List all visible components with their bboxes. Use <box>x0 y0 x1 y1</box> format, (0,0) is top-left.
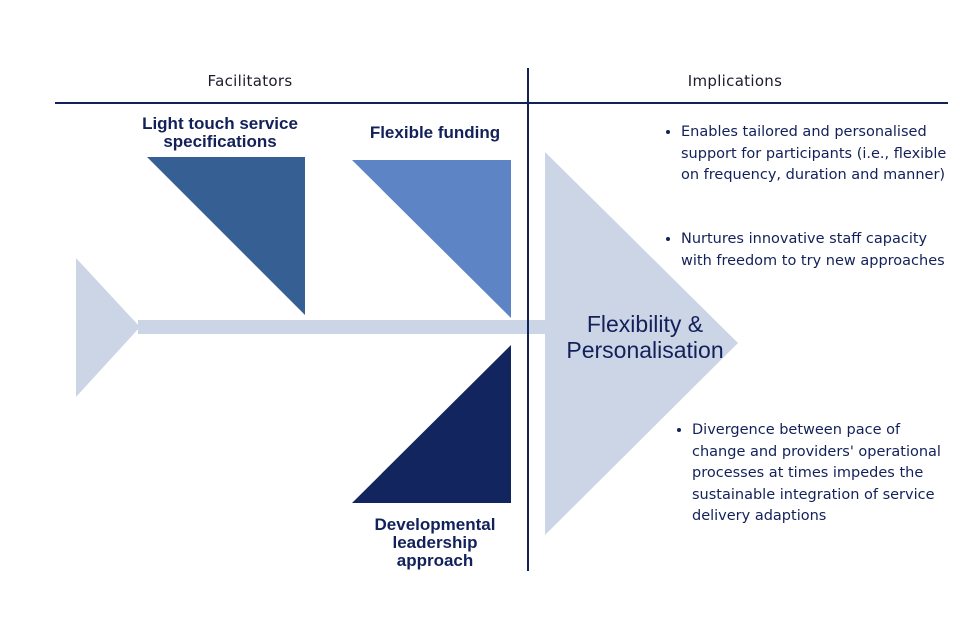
label-developmental-leadership: Developmental leadership approach <box>374 515 496 570</box>
bone-flexible-funding <box>352 160 511 318</box>
label-light-touch: Light touch service specifications <box>142 114 298 151</box>
label-flexible-funding: Flexible funding <box>369 123 501 142</box>
fish-head <box>545 152 738 535</box>
header-facilitators: Facilitators <box>207 72 293 90</box>
bone-light-touch <box>147 157 305 315</box>
implication-item: Nurtures innovative staff capacity with … <box>681 229 956 272</box>
head-label: Flexibility & Personalisation <box>566 311 724 363</box>
fish-tail <box>76 258 140 397</box>
bone-developmental-leadership <box>352 345 511 503</box>
implication-list-3: Divergence between pace of change and pr… <box>678 420 947 528</box>
implication-list-1: Enables tailored and personalised suppor… <box>667 122 956 187</box>
fish-spine <box>138 320 548 334</box>
implication-item: Enables tailored and personalised suppor… <box>681 122 956 187</box>
header-implications: Implications <box>687 72 783 90</box>
implication-list-2: Nurtures innovative staff capacity with … <box>667 229 956 272</box>
implication-item: Divergence between pace of change and pr… <box>692 420 947 528</box>
